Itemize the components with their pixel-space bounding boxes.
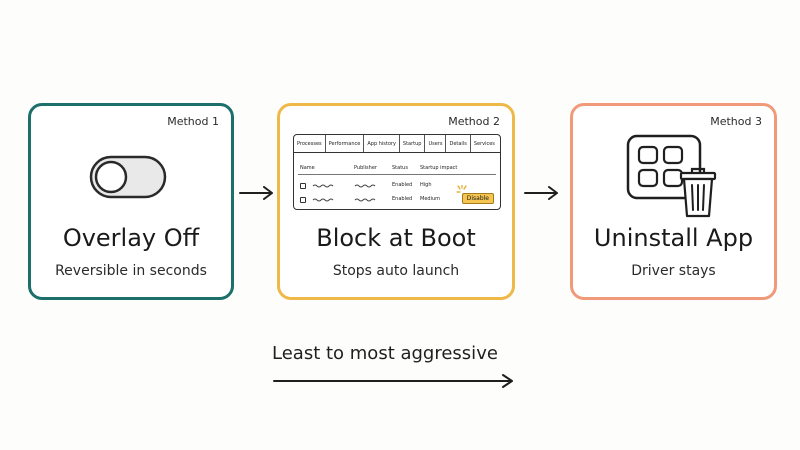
column-header-startup-impact: Startup impact	[420, 165, 458, 171]
table-header: Name Publisher Status Startup impact	[294, 165, 500, 173]
publisher-placeholder	[354, 198, 376, 202]
method-label: Method 1	[167, 115, 219, 128]
task-manager-tabs: Processes Performance App history Startu…	[294, 135, 500, 153]
method-label: Method 3	[710, 115, 762, 128]
tab-performance[interactable]: Performance	[326, 135, 365, 152]
method-label: Method 2	[448, 115, 500, 128]
highlight-sparks-icon	[456, 185, 467, 193]
row-startup-impact: Medium	[420, 196, 440, 202]
tab-users[interactable]: Users	[425, 135, 447, 152]
column-header-name: Name	[300, 165, 315, 171]
tab-details[interactable]: Details	[446, 135, 471, 152]
row-status: Enabled	[392, 196, 413, 202]
apps-trash-icon	[626, 134, 717, 218]
tab-startup[interactable]: Startup	[400, 135, 426, 152]
arrow-right-icon	[239, 186, 273, 200]
row-status: Enabled	[392, 182, 413, 188]
disable-button[interactable]: Disable	[461, 193, 494, 204]
aggressiveness-scale-label: Least to most aggressive	[272, 343, 498, 364]
method-title: Uninstall App	[593, 224, 754, 252]
scale-arrow-icon	[273, 374, 513, 388]
app-icon	[300, 183, 306, 189]
method-subtitle: Reversible in seconds	[55, 263, 207, 279]
method-title: Overlay Off	[62, 224, 200, 252]
row-startup-impact: High	[420, 182, 432, 188]
header-divider	[298, 174, 496, 175]
app-name-placeholder	[312, 198, 334, 202]
task-manager-mockup: Processes Performance App history Startu…	[293, 134, 501, 210]
table-row[interactable]: Enabled High	[294, 182, 500, 190]
method-subtitle: Driver stays	[631, 263, 716, 279]
method-title: Block at Boot	[316, 224, 476, 252]
publisher-placeholder	[354, 184, 376, 188]
method-card-uninstall-app: Method 3 Uninstall App Driver stays	[570, 103, 777, 300]
tab-services[interactable]: Services	[473, 140, 495, 147]
column-header-publisher: Publisher	[354, 165, 377, 171]
table-row[interactable]: Enabled Medium	[294, 196, 500, 204]
method-card-overlay-off: Method 1 Overlay Off Reversible in secon…	[28, 103, 234, 300]
method-subtitle: Stops auto launch	[332, 263, 460, 279]
method-card-block-at-boot: Method 2 Processes Performance App histo…	[277, 103, 515, 300]
app-icon	[300, 197, 306, 203]
column-header-status: Status	[392, 165, 408, 171]
toggle-switch-icon	[89, 155, 167, 199]
tab-app-history[interactable]: App history	[364, 135, 400, 152]
arrow-right-icon	[524, 186, 558, 200]
app-name-placeholder	[312, 184, 334, 188]
tab-processes[interactable]: Processes	[294, 135, 326, 152]
